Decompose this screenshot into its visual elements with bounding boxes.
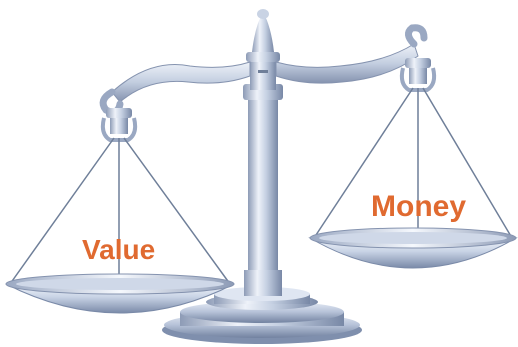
left-chain (9, 137, 115, 285)
left-pan-label: Value (82, 234, 156, 265)
right-chain (422, 87, 513, 239)
right-chain (313, 87, 414, 239)
right-pan-hanger (313, 58, 513, 248)
scale-base (162, 287, 362, 344)
right-pan-label: Money (371, 190, 467, 223)
left-pan (5, 273, 235, 314)
left-chain (123, 137, 231, 285)
scale-post (243, 9, 283, 296)
right-pan (308, 227, 518, 269)
left-pan-hanger (9, 108, 231, 296)
